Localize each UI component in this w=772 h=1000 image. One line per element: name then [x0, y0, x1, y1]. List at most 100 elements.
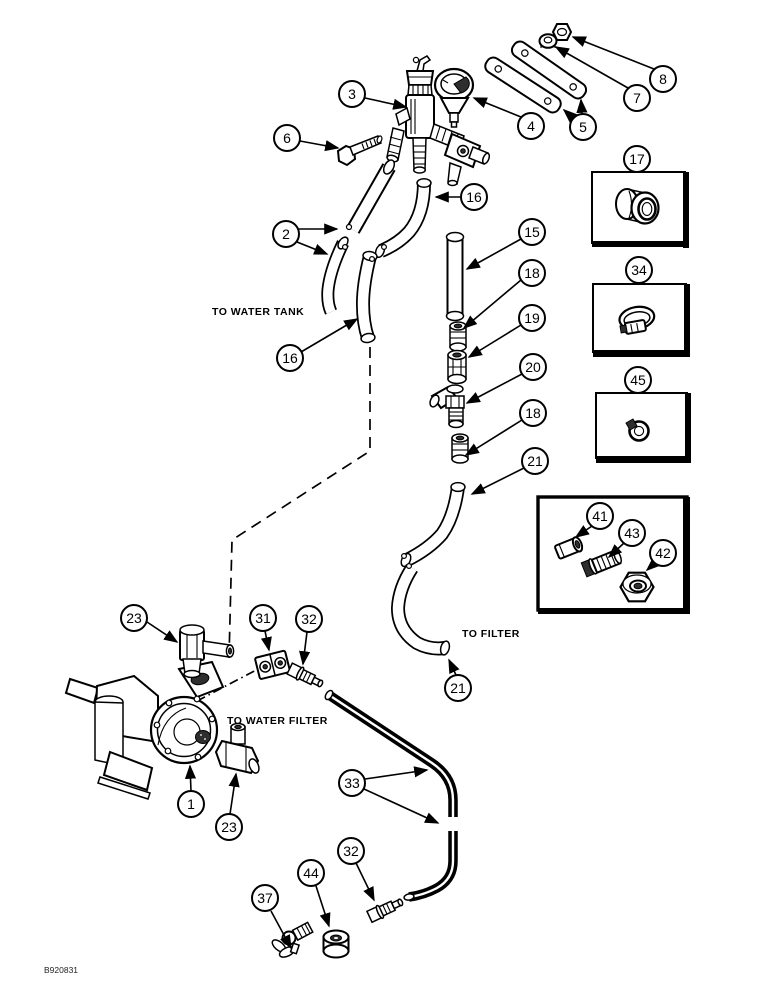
- callout-19: 19: [518, 304, 546, 332]
- callout-18-upper: 18: [518, 259, 546, 287]
- part-fitting-31: [254, 649, 291, 680]
- leader-5a: [562, 108, 578, 123]
- part-plate-lower: [484, 56, 562, 114]
- part-fitting-32-lower: [365, 898, 404, 924]
- leader-15: [465, 238, 522, 270]
- leader-37: [270, 910, 292, 950]
- callout-41-label: 41: [592, 508, 608, 524]
- figure-code: B920831: [44, 965, 78, 975]
- leader-31: [260, 630, 272, 652]
- callout-37: 37: [251, 884, 279, 912]
- box-part-34: [592, 283, 690, 357]
- callout-5: 5: [569, 113, 597, 141]
- callout-2-label: 2: [282, 226, 290, 242]
- callout-31: 31: [249, 604, 277, 632]
- callout-21-upper: 21: [521, 447, 549, 475]
- callout-23-lower-label: 23: [221, 819, 237, 835]
- callout-18-lower-label: 18: [525, 405, 541, 421]
- callout-6-label: 6: [283, 130, 291, 146]
- part-elbow-23-lower: [214, 722, 260, 775]
- callout-21-lower: 21: [444, 674, 472, 702]
- callout-32-upper-label: 32: [301, 611, 317, 627]
- leader-arrows: [146, 36, 661, 950]
- leader-41: [574, 525, 593, 538]
- part-plug-17: [615, 188, 660, 225]
- leader-18-upper: [462, 279, 522, 330]
- callout-21-lower-label: 21: [450, 680, 466, 696]
- part-fitting-19: [447, 349, 467, 385]
- leader-19: [467, 324, 522, 358]
- callout-20-label: 20: [525, 359, 541, 375]
- part-bolt: [336, 135, 383, 167]
- part-elbow-20: [429, 384, 465, 429]
- callout-21-upper-label: 21: [527, 453, 543, 469]
- callout-23-lower: 23: [215, 813, 243, 841]
- part-fitting-18-upper: [449, 321, 467, 352]
- callout-20: 20: [519, 353, 547, 381]
- leader-44: [315, 885, 331, 928]
- leader-4: [472, 97, 522, 118]
- callout-16-upper: 16: [460, 183, 488, 211]
- callout-3-label: 3: [348, 86, 356, 102]
- leader-32-lower: [355, 862, 375, 902]
- leader-32-upper: [299, 631, 311, 666]
- callout-19-label: 19: [524, 310, 540, 326]
- callout-4: 4: [517, 112, 545, 140]
- routing-lines: [196, 347, 371, 702]
- part-hose-21-lower: [390, 562, 451, 656]
- part-hose-clamp-34: [618, 305, 656, 335]
- callout-34: 34: [625, 256, 653, 284]
- callout-8: 8: [649, 65, 677, 93]
- part-lock-washer: [538, 33, 558, 49]
- part-fitting-32-upper: [286, 662, 324, 688]
- leader-23-lower: [228, 772, 240, 815]
- callout-17: 17: [623, 145, 651, 173]
- label-to-water-filter: TO WATER FILTER: [227, 715, 328, 727]
- callout-2: 2: [272, 220, 300, 248]
- part-hose-2-lower: [321, 236, 349, 315]
- leader-33b: [363, 788, 440, 824]
- callout-8-label: 8: [659, 71, 667, 87]
- callout-23-upper-label: 23: [126, 610, 142, 626]
- callout-45-label: 45: [630, 372, 646, 388]
- part-hose-16-right: [374, 178, 432, 259]
- leader-3: [364, 97, 408, 110]
- part-petcock-37: [271, 921, 314, 958]
- part-water-pump: [64, 660, 225, 800]
- part-elbow-23-upper: [179, 624, 235, 679]
- leader-6: [299, 140, 340, 152]
- leader-5b: [576, 98, 588, 115]
- part-hose-21-upper: [400, 481, 466, 568]
- callout-31-label: 31: [255, 610, 271, 626]
- callout-43-label: 43: [624, 525, 640, 541]
- leader-16-left: [300, 318, 359, 353]
- leader-23-upper: [146, 621, 179, 643]
- callout-33: 33: [338, 769, 366, 797]
- callout-16-lower-label: 16: [282, 350, 298, 366]
- part-nut: [551, 23, 573, 41]
- callout-18-upper-label: 18: [524, 265, 540, 281]
- callout-33-label: 33: [344, 775, 360, 791]
- part-wire-clamp-45: [625, 418, 650, 442]
- callout-42-label: 42: [655, 545, 671, 561]
- leader-1: [184, 764, 197, 792]
- part-valve-assembly: [386, 55, 491, 187]
- callout-7-label: 7: [633, 90, 641, 106]
- part-tube-15: [445, 231, 465, 322]
- callout-16-upper-label: 16: [466, 189, 482, 205]
- part-hose-2-upper: [345, 159, 396, 234]
- box-part-45: [595, 392, 691, 463]
- callout-23-upper: 23: [120, 604, 148, 632]
- part-plate-upper: [510, 40, 588, 100]
- part-nut-42: [619, 571, 655, 603]
- leader-21-upper: [470, 467, 525, 495]
- part-ferrule-41: [554, 536, 584, 560]
- callout-4-label: 4: [527, 118, 535, 134]
- callout-3: 3: [338, 80, 366, 108]
- callout-45: 45: [624, 366, 652, 394]
- leader-43: [607, 542, 625, 559]
- callout-17-label: 17: [629, 151, 645, 167]
- leader-21-lower: [448, 658, 460, 676]
